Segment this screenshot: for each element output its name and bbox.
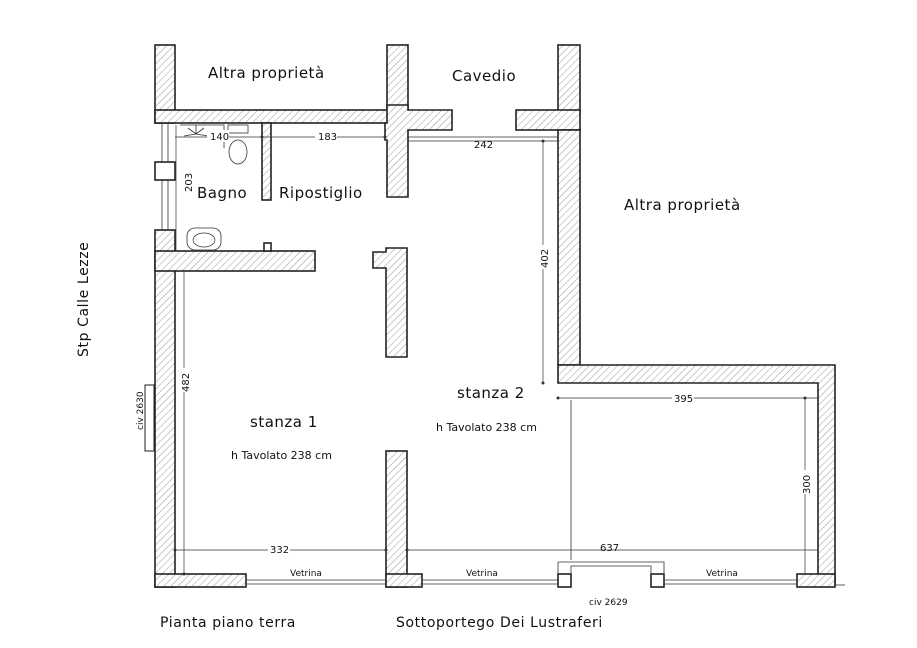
- wall: [154, 161, 176, 181]
- dimension-labels: 140 183 242 203 402 482 395 300 332 637: [178, 130, 813, 556]
- room-labels: Altra proprietà Cavedio Altra proprietà …: [76, 64, 741, 631]
- wall: [154, 573, 247, 588]
- label-altra-proprieta-right: Altra proprietà: [624, 196, 741, 214]
- toilet-icon: [227, 124, 249, 165]
- label-stanza-2: stanza 2: [457, 384, 525, 402]
- dim-332: 332: [270, 545, 289, 556]
- label-vetrina-1: Vetrina: [290, 569, 322, 579]
- wall: [154, 109, 389, 124]
- wall: [384, 104, 453, 198]
- dim-637: 637: [600, 543, 619, 554]
- wall: [386, 44, 409, 111]
- label-stanza-2-height: h Tavolato 238 cm: [436, 421, 537, 434]
- dim-203: 203: [184, 173, 195, 192]
- wall: [263, 242, 272, 252]
- window-left: [144, 384, 155, 452]
- label-civ-2629: civ 2629: [589, 598, 628, 608]
- dim-395: 395: [674, 394, 693, 405]
- plan-title: Pianta piano terra: [160, 615, 296, 631]
- wall: [385, 450, 408, 588]
- label-altra-proprieta-top: Altra proprietà: [208, 64, 325, 82]
- dim-242: 242: [474, 140, 493, 151]
- label-vetrina-2: Vetrina: [466, 569, 498, 579]
- dim-140: 140: [210, 132, 229, 143]
- label-stanza-1: stanza 1: [250, 413, 318, 431]
- wall: [557, 44, 581, 114]
- wall: [557, 573, 572, 588]
- shower-icon: [180, 124, 225, 148]
- label-street-left: Stp Calle Lezze: [76, 242, 92, 357]
- label-bagno: Bagno: [197, 184, 247, 202]
- dim-402: 402: [540, 249, 551, 268]
- wall: [650, 573, 665, 588]
- walls: [154, 44, 836, 588]
- dim-482: 482: [181, 373, 192, 392]
- label-vetrina-3: Vetrina: [706, 569, 738, 579]
- dim-183: 183: [318, 132, 337, 143]
- sink-icon: [186, 227, 222, 251]
- label-stanza-1-height: h Tavolato 238 cm: [231, 449, 332, 462]
- label-ripostiglio: Ripostiglio: [279, 184, 363, 202]
- wall: [385, 573, 423, 588]
- dim-300: 300: [802, 475, 813, 494]
- label-cavedio: Cavedio: [452, 67, 516, 85]
- wall: [154, 250, 316, 272]
- thin-lines: [144, 123, 845, 586]
- wall: [261, 122, 272, 201]
- wall: [796, 573, 836, 588]
- wall: [515, 109, 581, 131]
- wall: [372, 247, 408, 358]
- label-civ-2630: civ 2630: [136, 391, 146, 430]
- wall: [557, 129, 581, 366]
- wall: [154, 229, 176, 588]
- label-street-bottom: Sottoportego Dei Lustraferi: [396, 615, 603, 631]
